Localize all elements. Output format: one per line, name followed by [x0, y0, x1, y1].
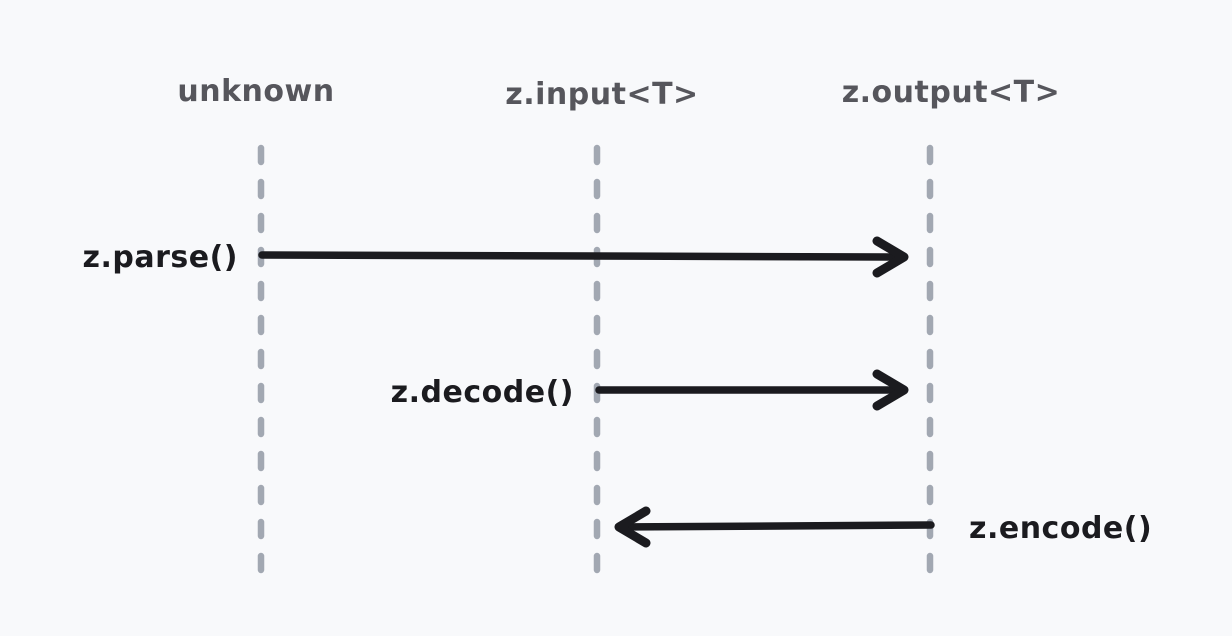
- message-encode-label: z.encode(): [969, 511, 1152, 546]
- message-decode-arrowhead-right: [872, 369, 909, 411]
- lifeline-header-unknown: unknown: [177, 74, 334, 109]
- message-parse-arrowhead-right: [872, 236, 909, 278]
- message-parse-arrow-line: [258, 251, 902, 261]
- message-encode: z.encode(): [614, 506, 1152, 548]
- lifeline-header-input: z.input<T>: [505, 77, 698, 112]
- message-encode-arrowhead-left: [614, 506, 651, 548]
- message-decode: z.decode(): [391, 369, 909, 411]
- message-encode-arrow-line: [621, 521, 935, 531]
- lifeline-header-output: z.output<T>: [842, 75, 1061, 110]
- message-parse-label: z.parse(): [83, 240, 239, 275]
- message-decode-label: z.decode(): [391, 375, 574, 410]
- message-parse: z.parse(): [83, 236, 909, 278]
